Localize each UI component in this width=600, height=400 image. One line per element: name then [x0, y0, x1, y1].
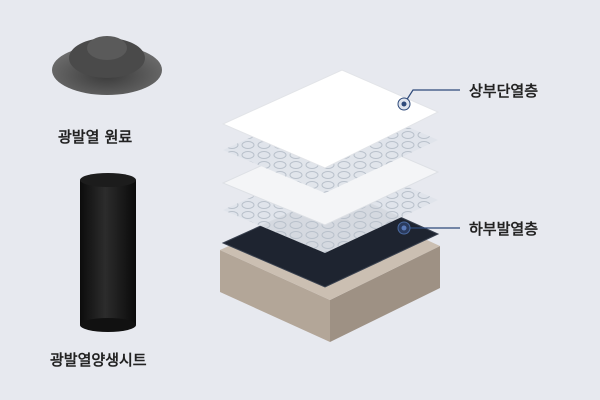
- sheet-roll-image: [80, 173, 136, 332]
- upper-insulation-layer: [221, 69, 440, 169]
- lower-callout: [397, 221, 460, 235]
- upper-callout: [397, 89, 460, 111]
- upper-layer-label: 상부단열층: [469, 82, 539, 100]
- lower-layer-label: 하부발열층: [469, 220, 539, 238]
- curing-sheet-label: 광발열양생시트: [50, 351, 147, 369]
- raw-material-label: 광발열 원료: [58, 128, 133, 146]
- granule-pile-image: [52, 36, 162, 95]
